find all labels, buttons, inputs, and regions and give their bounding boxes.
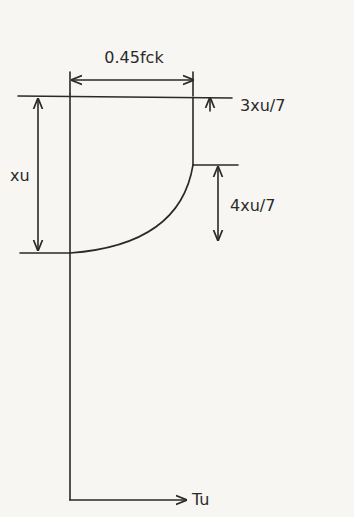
width-dimension [72, 79, 193, 81]
extension-line [192, 72, 194, 96]
extension-line [69, 72, 71, 94]
dimension-label: 0.45fck [104, 49, 163, 67]
parabolic-part [70, 165, 193, 253]
neutral-axis-line [20, 252, 70, 254]
depth-dimension [217, 167, 219, 240]
section-line [69, 94, 71, 500]
dimension-label: xu [10, 167, 30, 185]
rectangular-part [192, 98, 194, 165]
tension-arrow [70, 499, 186, 501]
dimension-label: 4xu/7 [230, 197, 275, 215]
dimension-label: Tu [192, 491, 209, 509]
depth-dimension [37, 99, 39, 250]
dimension-label: 3xu/7 [240, 97, 285, 115]
top-line [18, 96, 232, 98]
depth-dimension [209, 98, 211, 111]
tick-line [193, 164, 238, 166]
